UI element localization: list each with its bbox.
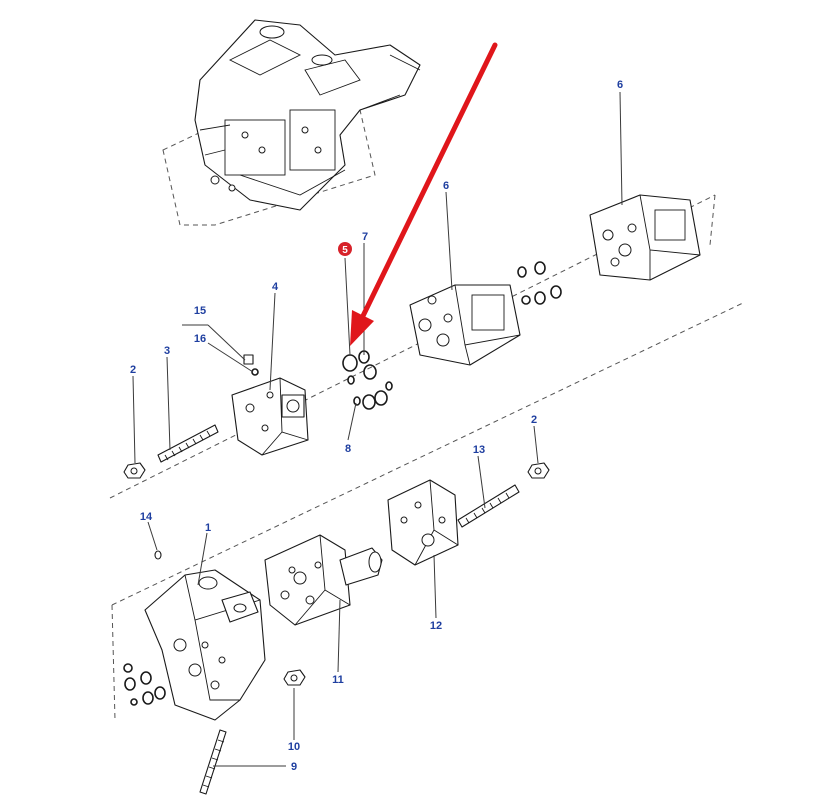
leader-lines (132, 91, 623, 767)
callout-8: 8 (345, 443, 351, 455)
part-1-inlet-section (144, 569, 266, 721)
callout-14: 14 (140, 511, 153, 523)
callout-13: 13 (473, 444, 485, 456)
part-2-nut-left (123, 462, 146, 479)
callout-6-right: 6 (617, 79, 623, 91)
callout-2-right: 2 (531, 414, 537, 426)
callout-3: 3 (164, 345, 170, 357)
callout-1: 1 (205, 522, 211, 534)
callouts: 6 6 7 5 8 4 15 16 3 2 2 13 14 1 12 11 10… (130, 79, 623, 773)
callout-11: 11 (332, 674, 344, 686)
part-6-valve-section-right (589, 194, 701, 281)
callout-9: 9 (291, 761, 297, 773)
part-4-valve-block (231, 377, 309, 456)
pointer-arrow (350, 42, 498, 346)
callout-12: 12 (430, 620, 442, 632)
part-6-valve-section-center (409, 284, 521, 366)
assembly-overview (162, 19, 421, 226)
callout-16: 16 (194, 333, 206, 345)
part-11-actuator-valve (264, 534, 383, 626)
part-3-stud (157, 424, 219, 463)
callout-5-badge (338, 242, 352, 256)
callout-7: 7 (362, 231, 368, 243)
seal-rings-upper (517, 261, 562, 305)
part-15-16-fittings (243, 354, 259, 376)
callout-15: 15 (194, 305, 206, 317)
part-12-end-plate (387, 479, 459, 566)
part-2-nut-right (527, 462, 550, 479)
seal-rings-5-7-8 (342, 350, 393, 410)
alignment-lines (109, 194, 746, 721)
callout-2-left: 2 (130, 364, 136, 376)
part-14-plug (154, 550, 162, 560)
callout-6-center: 6 (443, 180, 449, 192)
part-13-stud (457, 484, 520, 528)
callout-4: 4 (272, 281, 279, 293)
callout-5: 5 (342, 245, 348, 256)
part-10-nut (283, 669, 306, 686)
seal-rings-lower (123, 663, 166, 706)
callout-10: 10 (288, 741, 300, 753)
part-9-stud (199, 729, 227, 795)
